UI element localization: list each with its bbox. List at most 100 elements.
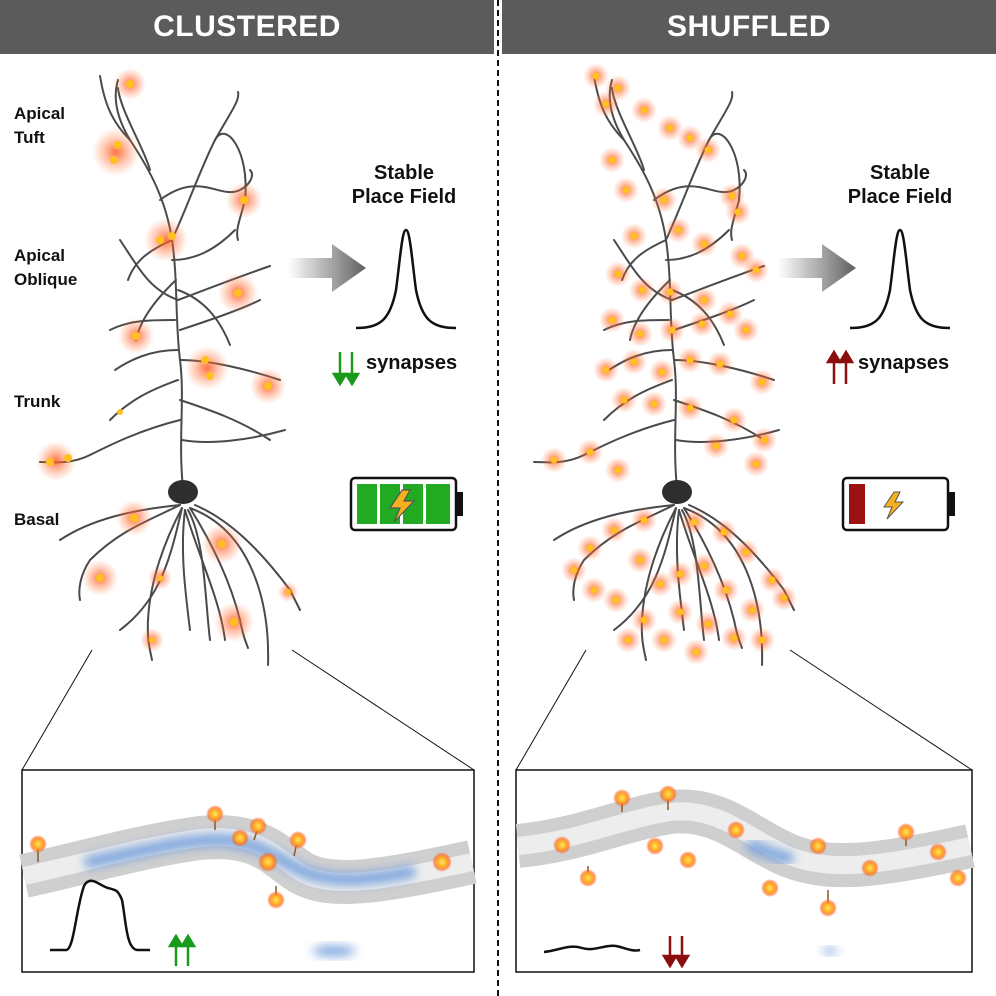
- synapse-dot: [686, 134, 694, 142]
- synapse-glow: [759, 567, 785, 593]
- synapse-glow: [749, 369, 775, 395]
- synapse-dot: [586, 448, 594, 456]
- synapse-dot: [636, 330, 644, 338]
- label-apical-tuft-line2: Tuft: [14, 128, 45, 147]
- synapse-glow: [605, 457, 631, 483]
- synapse-dot: [660, 196, 668, 204]
- synapse-dot: [636, 556, 644, 564]
- synapse-glow: [713, 577, 739, 603]
- synapse-dot: [686, 356, 694, 364]
- calcium-signal-left: [84, 833, 416, 886]
- battery-right: [841, 476, 955, 532]
- synapse-dot: [586, 544, 594, 552]
- dendrite-right: [515, 785, 975, 917]
- synapse-dot: [608, 156, 616, 164]
- synapse-glow: [733, 539, 759, 565]
- bolt-icon: [388, 489, 416, 523]
- synapse-glow: [691, 287, 717, 313]
- synapse-glow: [641, 391, 667, 417]
- place-field-right-line1: Stable: [869, 162, 931, 184]
- header-clustered: CLUSTERED: [0, 0, 494, 54]
- synapse-dot: [700, 296, 708, 304]
- synapse-glow: [577, 439, 603, 465]
- synapse-glow: [743, 257, 769, 283]
- synapse-dot: [650, 400, 658, 408]
- calcium-legend-left: [312, 946, 356, 956]
- synapse-glow: [593, 357, 619, 383]
- neuron-right: [533, 63, 797, 666]
- synapse-dot: [666, 124, 674, 132]
- synapse-glow: [743, 451, 769, 477]
- synapses-label-right: synapses: [858, 352, 950, 374]
- synapse-glow: [599, 147, 625, 173]
- calcium-right-text: Low Ca: [858, 944, 915, 962]
- dspikes-label-right: d-spikes: [694, 940, 759, 957]
- place-field-curve-right: [849, 228, 951, 330]
- synapse-glow: [577, 535, 603, 561]
- synapse-dot: [704, 620, 712, 628]
- zoom-line-right-b: [789, 649, 973, 771]
- synapse-dot: [640, 106, 648, 114]
- synapse-dot: [758, 378, 766, 386]
- zoom-line-right-a: [515, 649, 587, 771]
- label-basal: Basal: [14, 510, 60, 529]
- label-apical-oblique-line2: Oblique: [14, 270, 78, 289]
- place-field-left-line2: Place Field: [351, 186, 457, 208]
- synapse-dot: [720, 528, 728, 536]
- synapse-clusters-left: [36, 68, 298, 652]
- synapse-dot: [624, 636, 632, 644]
- synapse-dot: [730, 634, 738, 642]
- synapse-glow: [561, 557, 587, 583]
- dspike-down-arrows-red: [661, 936, 691, 969]
- synapse-glow: [631, 97, 657, 123]
- dendrite-left: [19, 805, 477, 909]
- synapse-glow: [615, 627, 641, 653]
- synapse-dot: [660, 636, 668, 644]
- synapse-glow: [667, 561, 693, 587]
- synapse-glow: [751, 427, 777, 453]
- label-trunk: Trunk: [14, 392, 61, 411]
- synapse-dot: [614, 84, 622, 92]
- synapse-dot: [570, 566, 578, 574]
- synapse-glow: [631, 507, 657, 533]
- synapse-dot: [668, 326, 676, 334]
- synapse-glow: [621, 223, 647, 249]
- synapses-dispersed-right: [541, 63, 797, 665]
- calcium-label-right: Low Ca2+: [858, 940, 929, 962]
- synapse-dot: [590, 586, 598, 594]
- synapses-left-inset: [29, 805, 452, 909]
- synapse-dot: [730, 416, 738, 424]
- header-shuffled: SHUFFLED: [502, 0, 996, 54]
- synapse-glow: [725, 199, 751, 225]
- synapse-glow: [719, 183, 745, 209]
- calcium-signal-right: [746, 840, 794, 864]
- synapse-glow: [703, 433, 729, 459]
- synapse-glow: [593, 91, 619, 117]
- dspike-trace-right: [543, 944, 641, 954]
- synapse-glow: [621, 349, 647, 375]
- synapse-glow: [649, 359, 675, 385]
- synapse-dot: [640, 516, 648, 524]
- synapse-dot: [734, 208, 742, 216]
- place-field-label-left: Stable Place Field: [334, 161, 474, 209]
- synapse-glow: [689, 311, 715, 337]
- synapses-label-left: synapses: [366, 352, 458, 374]
- synapse-dot: [674, 226, 682, 234]
- synapse-dot: [726, 310, 734, 318]
- down-arrows-green: [331, 352, 361, 387]
- synapse-glow: [681, 509, 707, 535]
- synapse-glow: [711, 519, 737, 545]
- arrow-left: [288, 244, 366, 292]
- calcium-left-text: High Ca: [365, 944, 426, 962]
- soma-left: [168, 480, 198, 504]
- calcium-right-sup: 2+: [914, 940, 929, 954]
- synapse-glow: [677, 395, 703, 421]
- synapse-glow: [677, 347, 703, 373]
- synapse-dot: [676, 608, 684, 616]
- dspike-up-arrows-green: [167, 933, 197, 966]
- synapse-dot: [608, 316, 616, 324]
- synapse-glow: [771, 585, 797, 611]
- zoom-line-left-b: [291, 649, 475, 771]
- synapse-dot: [622, 186, 630, 194]
- dspike-trace-left: [50, 879, 150, 952]
